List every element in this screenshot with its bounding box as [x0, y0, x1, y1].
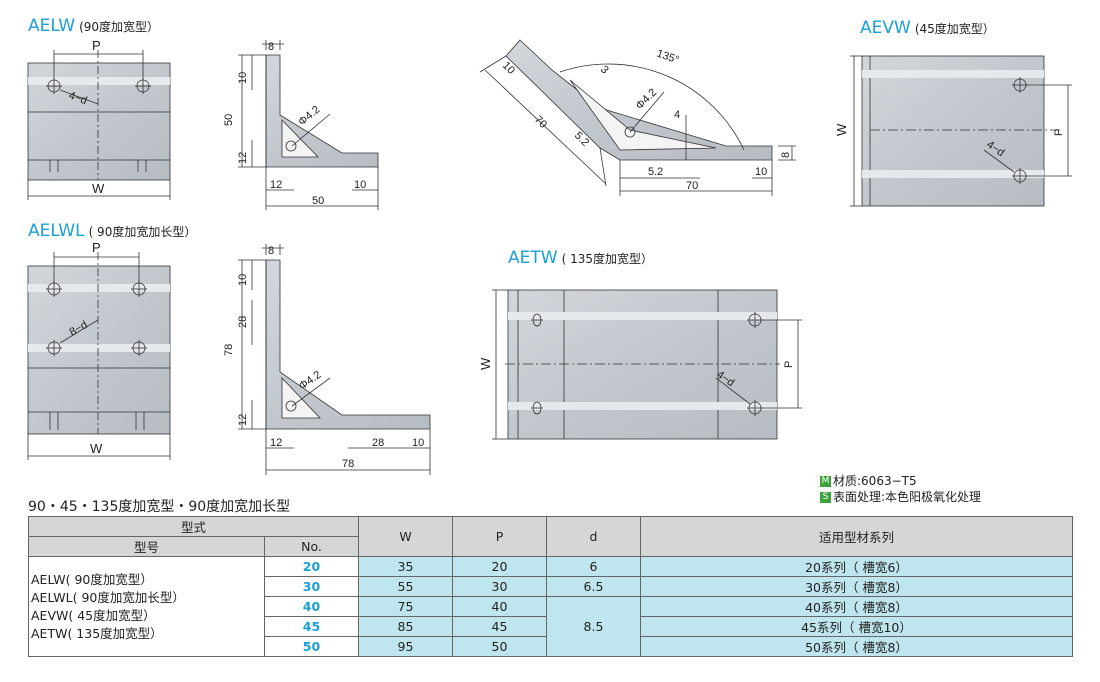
- cell-p: 30: [452, 576, 547, 597]
- aelw-w-label: W: [92, 181, 105, 196]
- aelw-dim-12v: 12: [237, 152, 249, 164]
- aelw-dim-50h: 50: [312, 195, 324, 207]
- aetw-plan-view: [492, 289, 802, 440]
- aetw-w-label: W: [478, 357, 493, 370]
- model-aetw: AETW( 135度加宽型）: [31, 625, 163, 641]
- aelwl-dim-12h: 12: [270, 437, 282, 449]
- aelw-dim-10: 10: [237, 72, 249, 84]
- cell-w: 95: [358, 636, 453, 657]
- aelw-p-label: P: [92, 38, 101, 53]
- aelw-side-view: [238, 40, 379, 210]
- aevw-phi-label: Φ4.2: [634, 87, 660, 113]
- cell-w: 85: [358, 616, 453, 637]
- cell-p: 50: [452, 636, 547, 657]
- aetw-title: AETW( 135度加宽型）: [508, 248, 653, 268]
- aelwl-dim-78v: 78: [223, 344, 235, 356]
- cell-d-merged: 8.5: [546, 596, 641, 657]
- aelw-dim-10h: 10: [354, 179, 366, 191]
- aelwl-w-label: W: [90, 441, 103, 456]
- header-series: 适用型材系列: [640, 516, 1073, 557]
- aelwl-side-view: [238, 244, 431, 475]
- aelw-dim-8: 8: [268, 41, 274, 53]
- spec-table: 型式 W P d 适用型材系列 型号 No. AELW( 90度加宽型） AEL…: [28, 516, 1073, 657]
- aevw-dim-70b: 70: [686, 180, 698, 192]
- cell-no: 30: [264, 576, 359, 597]
- material-badge: M: [820, 476, 831, 487]
- cell-d: 6.5: [546, 576, 641, 597]
- cell-w: 55: [358, 576, 453, 597]
- model-aevw: AEVW( 45度加宽型）: [31, 607, 156, 623]
- table-row: 50 95 50 50系列（ 槽宽8）: [29, 636, 1073, 657]
- aevw-dim-52b: 5.2: [648, 166, 663, 178]
- cell-series: 40系列（ 槽宽8）: [640, 596, 1073, 617]
- cell-series: 50系列（ 槽宽8）: [640, 636, 1073, 657]
- cell-no: 20: [264, 556, 359, 577]
- aevw-p-label: P: [1053, 129, 1065, 136]
- technical-drawings: P W 4−d 8 10 50 12 12 10 50 Φ4.2 P W 8−d…: [27, 38, 1072, 475]
- aelw-dim-12h: 12: [270, 179, 282, 191]
- aevw-dim-4: 4: [674, 109, 680, 121]
- header-w: W: [358, 516, 453, 557]
- aelwl-dim-78h: 78: [342, 458, 354, 470]
- header-p: P: [452, 516, 547, 557]
- table-row: AELW( 90度加宽型） AELWL( 90度加宽加长型） AEVW( 45度…: [28, 556, 1073, 657]
- aetw-p-label: P: [783, 361, 795, 368]
- aelwl-front-view: [27, 252, 171, 460]
- table-row: 40 75 40 8.5 40系列（ 槽宽8）: [29, 596, 1073, 657]
- cell-no: 45: [264, 616, 359, 637]
- header-model: 型号: [28, 536, 265, 557]
- model-aelwl: AELWL( 90度加宽加长型）: [31, 589, 185, 605]
- cell-p: 45: [452, 616, 547, 637]
- aelwl-dim-10h: 10: [412, 437, 424, 449]
- aevw-dim-10b: 10: [755, 166, 767, 178]
- cell-p: 20: [452, 556, 547, 577]
- aelwl-dim-12v: 12: [237, 414, 249, 426]
- aevw-angle-label: 135°: [655, 48, 680, 67]
- table-title: 90・45・135度加宽型・90度加宽加长型: [28, 499, 291, 515]
- aelwl-dim-10: 10: [237, 274, 249, 286]
- model-list: AELW( 90度加宽型） AELWL( 90度加宽加长型） AEVW( 45度…: [28, 556, 265, 657]
- header-no: No.: [264, 536, 359, 557]
- aevw-dim-8: 8: [780, 152, 792, 158]
- aelw-dim-50v: 50: [223, 114, 235, 126]
- cell-no: 50: [264, 636, 359, 657]
- cell-series: 30系列（ 槽宽8）: [640, 576, 1073, 597]
- aevw-plan-view: [850, 55, 1072, 207]
- aelwl-title: AELWL( 90度加宽加长型）: [28, 221, 197, 241]
- table-row: 45 85 45 45系列（ 槽宽10）: [29, 616, 1073, 637]
- cell-p: 40: [452, 596, 547, 617]
- cell-w: 75: [358, 596, 453, 617]
- model-aelw: AELW( 90度加宽型）: [31, 571, 153, 587]
- cell-w: 35: [358, 556, 453, 577]
- aevw-side-view: [479, 39, 796, 196]
- aelwl-phi-label: Φ4.2: [297, 369, 324, 393]
- cell-no: 40: [264, 596, 359, 617]
- aelw-phi-label: Φ4.2: [296, 104, 322, 129]
- aelwl-dim-28h: 28: [372, 437, 384, 449]
- aevw-w-label: W: [834, 123, 849, 136]
- aevw-dim-3: 3: [598, 64, 611, 77]
- header-type: 型式: [28, 516, 359, 537]
- header-d: d: [546, 516, 641, 557]
- cell-series: 20系列（ 槽宽6）: [640, 556, 1073, 577]
- aevw-title: AEVW(45度加宽型）: [860, 18, 995, 38]
- aelwl-dim-28v: 28: [237, 316, 249, 328]
- cell-series: 45系列（ 槽宽10）: [640, 616, 1073, 637]
- surface-badge: S: [820, 492, 831, 503]
- aelw-front-view: [27, 50, 171, 200]
- aelw-title: AELW(90度加宽型）: [28, 16, 160, 36]
- aelwl-dim-8: 8: [268, 245, 274, 257]
- aelwl-p-label: P: [92, 240, 101, 255]
- cell-d: 6: [546, 556, 641, 577]
